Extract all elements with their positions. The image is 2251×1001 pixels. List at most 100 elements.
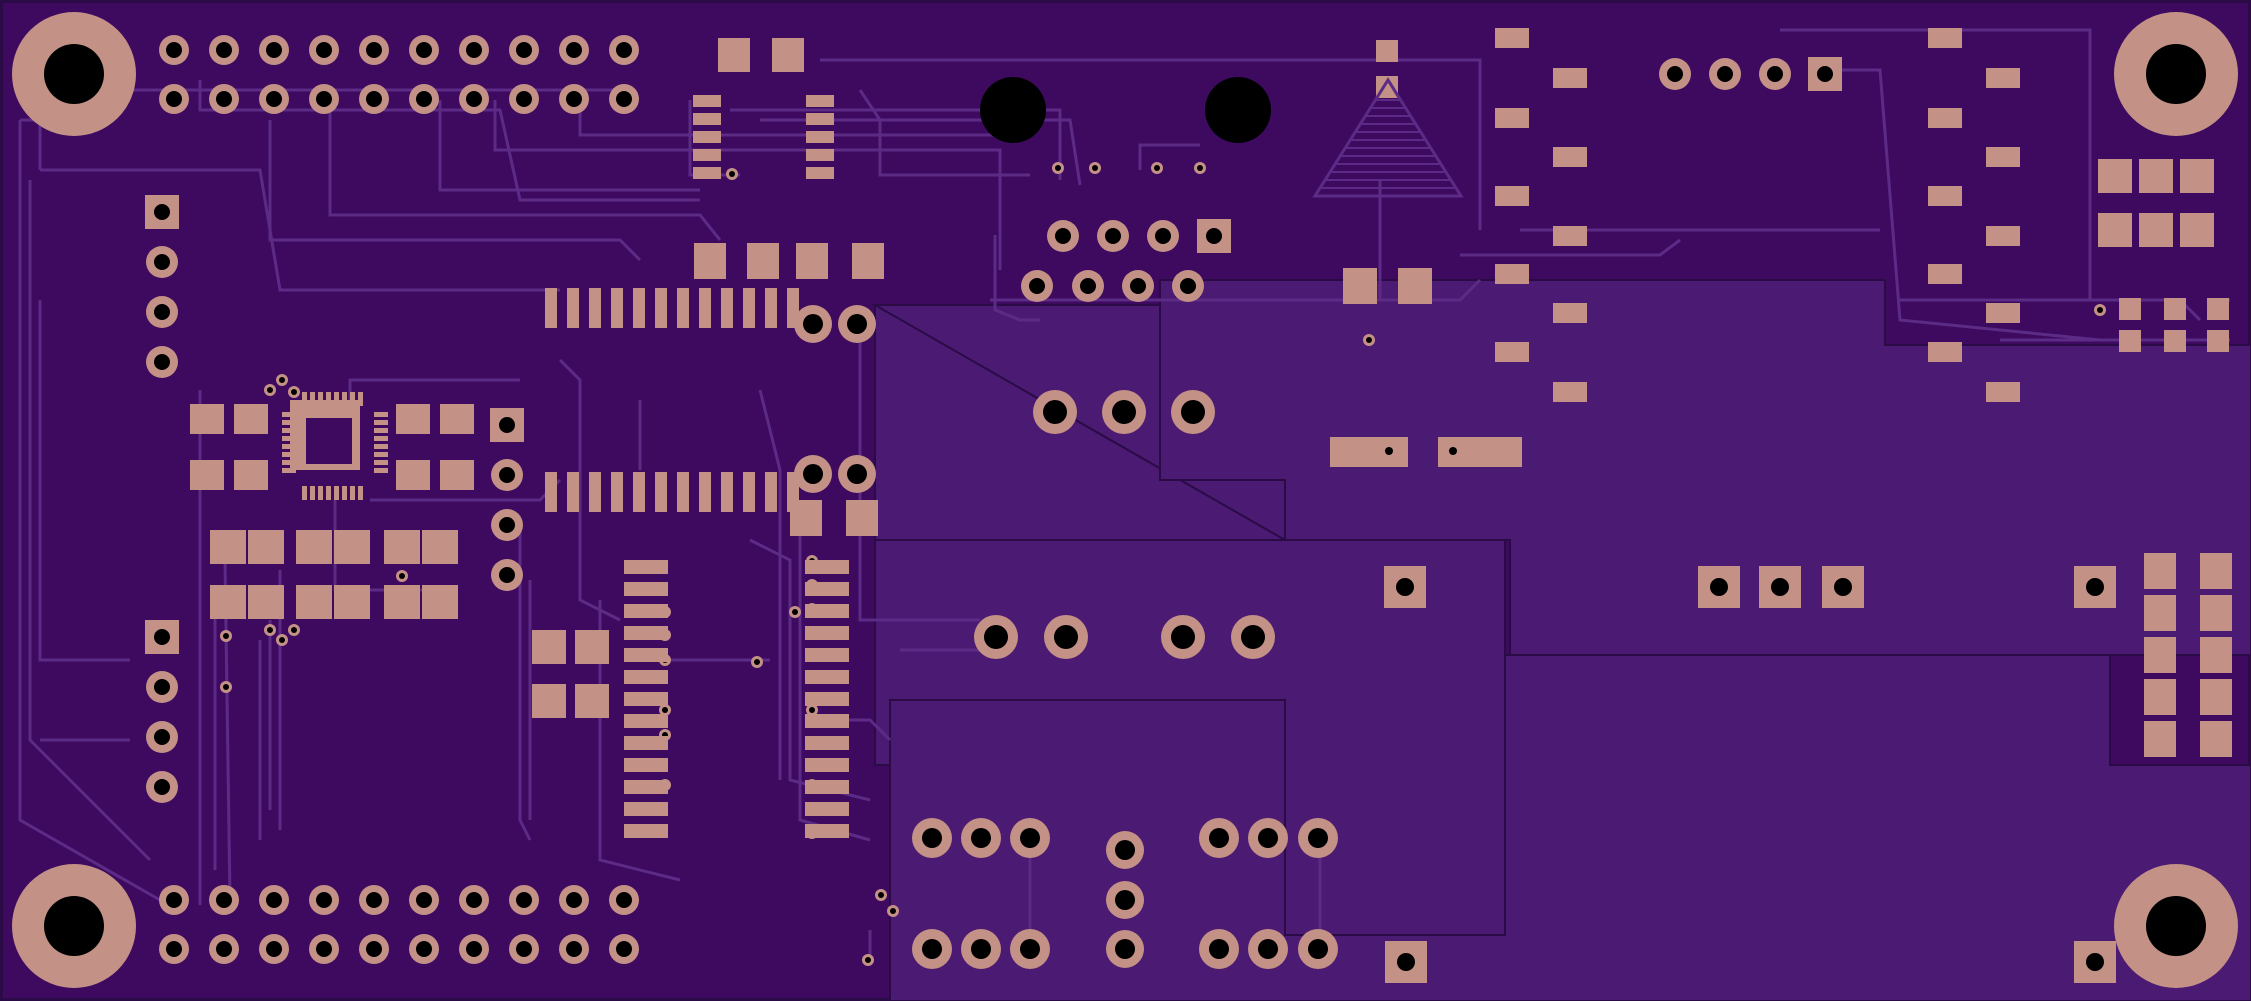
pad-drill [466, 941, 482, 957]
smd-pad [1928, 342, 1962, 362]
smd-pad [743, 472, 755, 512]
smd-pad [374, 468, 388, 473]
pad-drill [971, 939, 991, 959]
smd-pad [677, 472, 689, 512]
unplated-hole [1205, 77, 1271, 143]
smd-pad [358, 392, 363, 406]
smd-pad [374, 428, 388, 433]
pad-drill [1397, 953, 1415, 971]
smd-pad [1376, 40, 1398, 62]
smd-pad [743, 288, 755, 328]
pad-drill [516, 42, 532, 58]
smd-pad [2180, 213, 2214, 247]
smd-pad [1495, 342, 1529, 362]
pad-drill [566, 91, 582, 107]
smd-pad [567, 472, 579, 512]
via-drill [223, 633, 229, 639]
smd-pad [624, 582, 668, 596]
trace [1460, 238, 1681, 257]
trace [28, 180, 152, 862]
pad-drill [366, 892, 382, 908]
trace [18, 120, 161, 902]
smd-pad [624, 670, 668, 684]
smd-pad [1928, 108, 1962, 128]
via-drill [279, 377, 285, 383]
via-drill [878, 892, 884, 898]
pad-drill [971, 828, 991, 848]
pad-drill [1171, 625, 1195, 649]
pad-drill [1385, 447, 1393, 455]
trace [858, 330, 980, 622]
smd-pad [2180, 159, 2214, 193]
pad-drill [922, 828, 942, 848]
smd-pad [374, 452, 388, 457]
smd-pad [422, 585, 458, 619]
pad-drill [1115, 890, 1135, 910]
trace [493, 100, 1002, 270]
smd-pad [1553, 68, 1587, 88]
smd-pad [396, 460, 430, 490]
mounting-hole-drill [44, 896, 104, 956]
smd-pad [852, 243, 884, 279]
smd-pad [2139, 159, 2173, 193]
smd-pad [2200, 553, 2232, 589]
pad-drill [1020, 939, 1040, 959]
smd-pad [334, 585, 370, 619]
via-drill [890, 908, 896, 914]
smd-pad [190, 460, 224, 490]
pad-drill [266, 892, 282, 908]
smd-pad [806, 167, 834, 179]
pad-drill [316, 892, 332, 908]
mounting-hole-drill [44, 44, 104, 104]
via-drill [865, 957, 871, 963]
smd-pad [2207, 330, 2229, 352]
smd-pad [2139, 213, 2173, 247]
smd-pad [396, 404, 430, 434]
smd-pad [2207, 298, 2229, 320]
trace [198, 80, 700, 202]
pad-drill [1396, 578, 1414, 596]
pad-drill [516, 941, 532, 957]
pad-drill [1206, 228, 1222, 244]
smd-pad [693, 131, 721, 143]
smd-pad [624, 604, 668, 618]
pad-drill [1717, 66, 1733, 82]
trace [990, 278, 1482, 302]
smd-pad [1928, 186, 1962, 206]
smd-pad [805, 560, 849, 574]
pad-drill [154, 304, 170, 320]
smd-pad [545, 288, 557, 328]
pad-drill [266, 941, 282, 957]
pad-drill [516, 91, 532, 107]
pad-drill [366, 941, 382, 957]
pad-drill [166, 42, 182, 58]
trace [1138, 143, 1200, 170]
pad-drill [416, 42, 432, 58]
pad-drill [466, 892, 482, 908]
smd-pad [2200, 679, 2232, 715]
smd-pad [2098, 159, 2132, 193]
smd-pad [2098, 213, 2132, 247]
smd-pad [1986, 382, 2020, 402]
pad-drill [1209, 939, 1229, 959]
smd-pad [805, 802, 849, 816]
pad-drill [216, 91, 232, 107]
smd-pad [693, 167, 721, 179]
via-drill [1366, 337, 1372, 343]
smd-pad [806, 95, 834, 107]
smd-pad [282, 468, 296, 473]
smd-pad [693, 113, 721, 125]
smd-pad [1553, 382, 1587, 402]
smd-pad [805, 582, 849, 596]
trace [268, 120, 642, 262]
smd-pad [334, 392, 339, 406]
smd-pad [234, 460, 268, 490]
smd-pad [282, 428, 296, 433]
via-drill [662, 707, 668, 713]
pad-drill [1180, 278, 1196, 294]
smd-pad [1986, 226, 2020, 246]
pad-drill [1020, 828, 1040, 848]
smd-pad [655, 288, 667, 328]
smd-pad [350, 392, 355, 406]
pad-drill [1241, 625, 1265, 649]
